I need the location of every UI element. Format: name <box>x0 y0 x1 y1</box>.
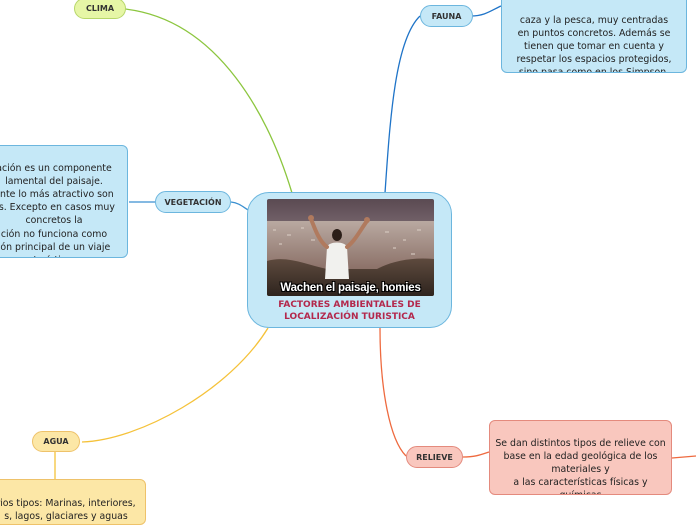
topic-relieve-label: RELIEVE <box>416 452 453 462</box>
connector-relieve <box>379 327 407 457</box>
central-topic-title: FACTORES AMBIENTALES DE LOCALIZACIÓN TUR… <box>278 300 421 322</box>
topic-agua[interactable]: AGUA <box>32 431 80 452</box>
topic-clima-label: CLIMA <box>85 4 115 13</box>
center-image: Wachen el paisaje, homies <box>267 199 434 296</box>
note-relieve[interactable]: Se dan distintos tipos de relieve con ba… <box>489 420 672 495</box>
note-agua-text: rios tipos: Marinas, interiores, s, lago… <box>0 498 136 523</box>
central-topic[interactable]: Wachen el paisaje, homies FACTORES AMBIE… <box>247 192 452 328</box>
topic-fauna[interactable]: FAUNA <box>420 5 473 27</box>
topic-agua-label: AGUA <box>43 437 69 446</box>
connector-fauna <box>384 15 421 194</box>
topic-vegetacion-label: VEGETACIÓN <box>164 197 222 207</box>
topic-clima[interactable]: CLIMA <box>74 0 126 19</box>
topic-vegetacion[interactable]: VEGETACIÓN <box>155 191 231 213</box>
topic-fauna-label: FAUNA <box>431 11 462 21</box>
note-relieve-text: Se dan distintos tipos de relieve con ba… <box>495 438 666 494</box>
connector-relieve-note <box>462 451 490 458</box>
image-caption: Wachen el paisaje, homies <box>280 282 421 294</box>
connector-fauna-note <box>470 5 502 17</box>
connector-relieve-out <box>671 455 696 459</box>
note-fauna[interactable]: caza y la pesca, muy centradas en puntos… <box>501 0 687 73</box>
city-landscape-image <box>267 199 434 296</box>
note-fauna-text: caza y la pesca, muy centradas en puntos… <box>516 15 672 73</box>
note-agua[interactable]: rios tipos: Marinas, interiores, s, lago… <box>0 479 146 525</box>
topic-relieve[interactable]: RELIEVE <box>406 446 463 468</box>
connector-agua <box>81 327 269 443</box>
connector-clima <box>124 8 293 194</box>
